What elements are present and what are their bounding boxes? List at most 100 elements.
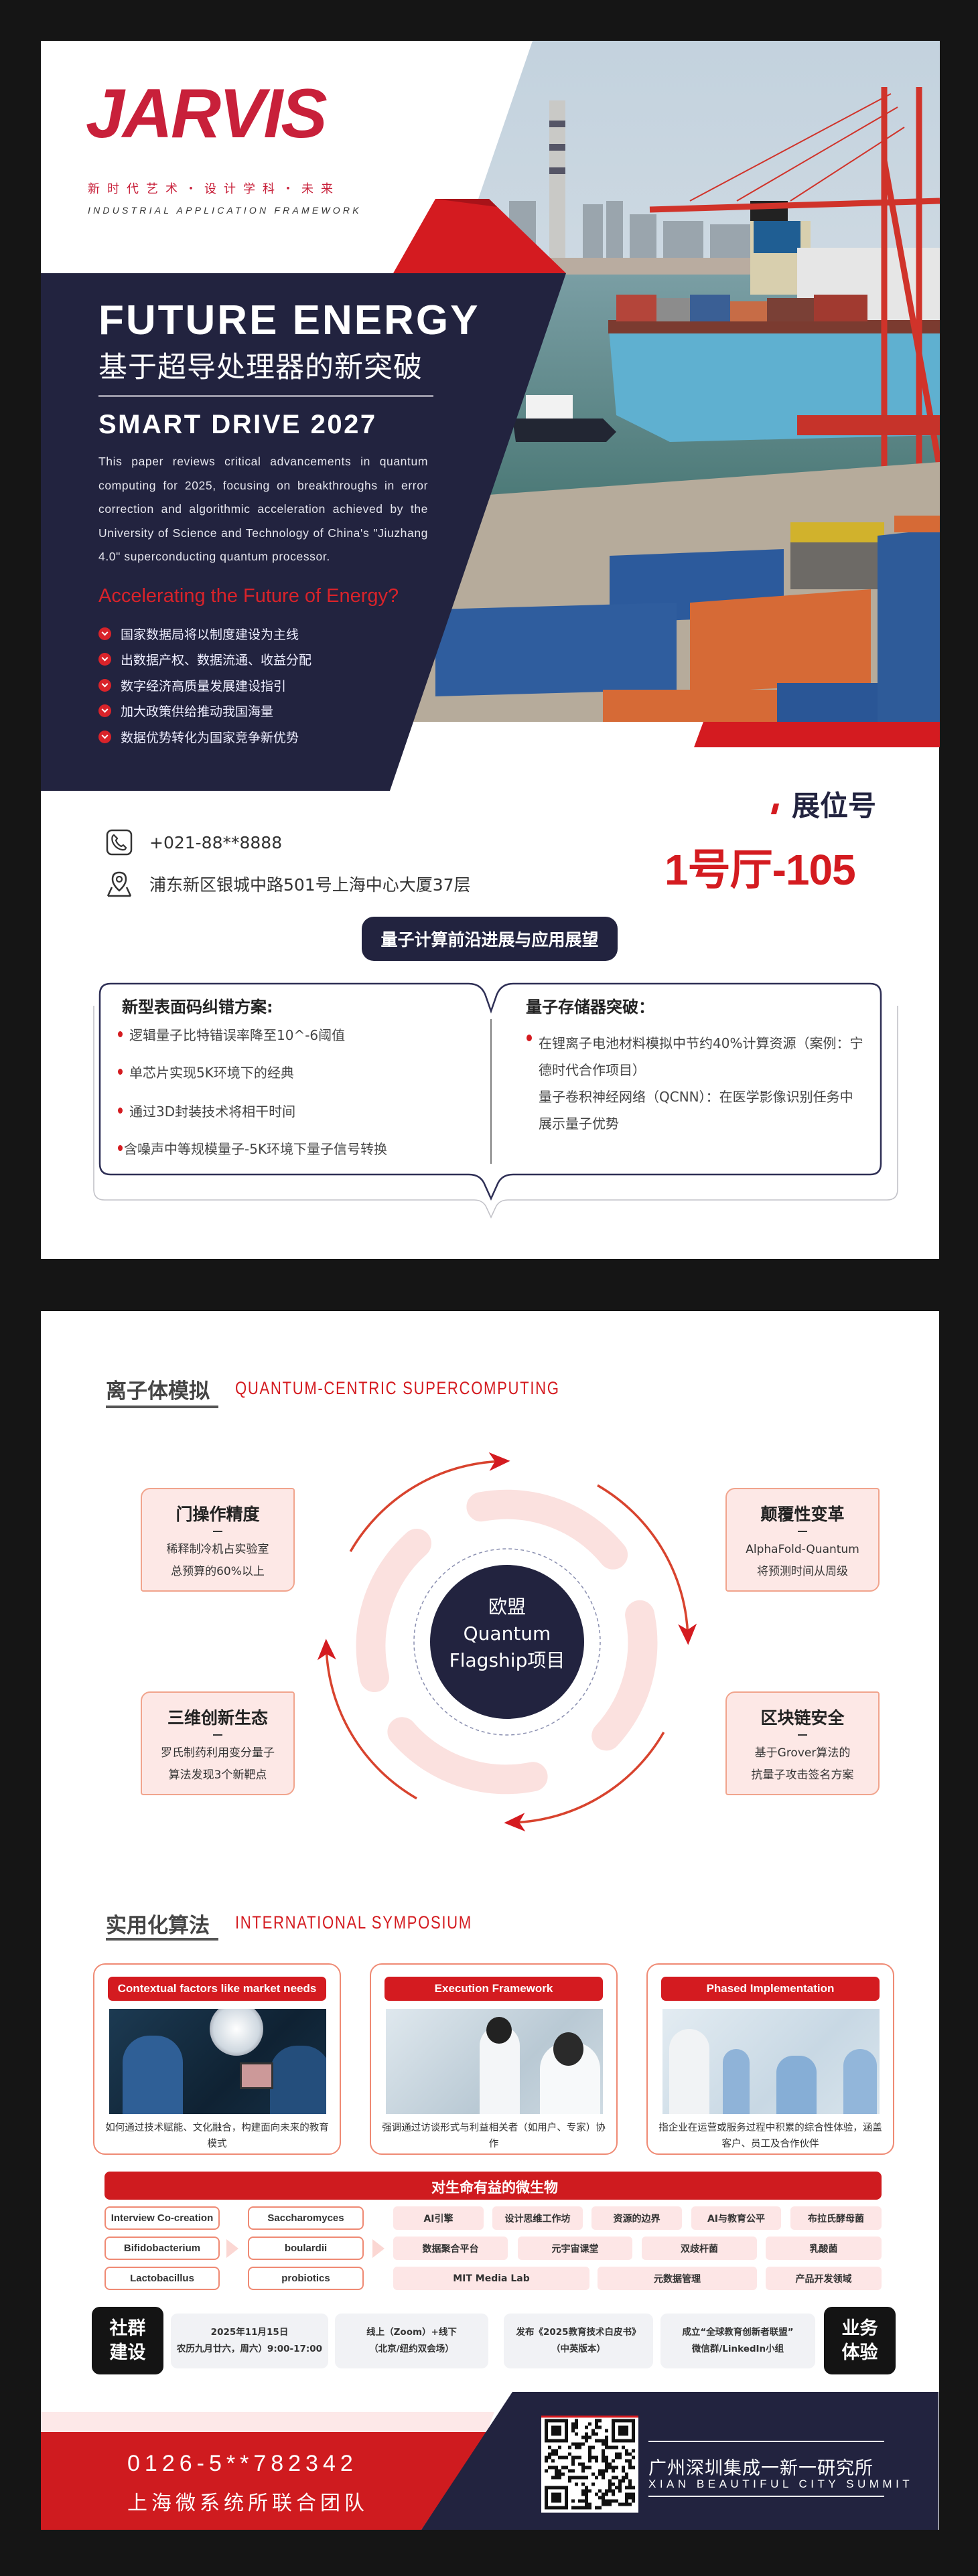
left-panel-item: 通过3D封装技术将相干时间 (118, 1101, 295, 1120)
grid-tag: 元宇宙课堂 (518, 2237, 632, 2260)
hero-paragraph: This paper reviews critical advancements… (98, 455, 428, 563)
hero-bullet: 国家数据局将以制度建设为主线 (98, 623, 299, 643)
hero-bullet: 数字经济高质量发展建设指引 (98, 675, 286, 695)
grid-tag: AI引擎 (393, 2206, 484, 2230)
title-underline (106, 1938, 218, 1941)
contact-address: 浦东新区银城中路501号上海中心大厦37层 (105, 870, 471, 898)
grid-tag: MIT Media Lab (393, 2267, 589, 2290)
footer-team: 上海微系统所联合团队 (127, 2492, 368, 2515)
hero-question: Accelerating the Future of Energy? (98, 585, 399, 607)
algorithm-card: Contextual factors like market needs 如何通… (93, 1963, 341, 2155)
grid-tag: 乳酸菌 (766, 2237, 882, 2260)
hospital-photo (662, 2009, 880, 2114)
grid-tag: 资源的边界 (591, 2206, 682, 2230)
grid-tag: 元数据管理 (598, 2267, 757, 2290)
chevron-circle-icon (98, 627, 111, 640)
info-box: 区块链安全基于Grover算法的抗量子攻击签名方案 (725, 1691, 880, 1795)
simulation-title-en: QUANTUM-CENTRIC SUPERCOMPUTING (235, 1378, 560, 1398)
cycle-arrow (349, 1452, 510, 1552)
grid-tag: 布拉氏酵母菌 (790, 2206, 882, 2230)
red-bar (694, 722, 940, 747)
info-box: 门操作精度稀释制冷机占实验室总预算的60%以上 (141, 1488, 295, 1592)
divider (98, 395, 433, 397)
microbe-tag: Saccharomyces (248, 2206, 364, 2230)
brand-tagline: 新时代艺术・设计学科・未来 (88, 182, 340, 196)
arrow-right-icon (372, 2239, 385, 2258)
cycle-arrow (597, 1484, 697, 1645)
footer-red-panel (41, 2432, 487, 2530)
schedule-item: 成立“全球教育创新者联盟”微信群/LinkedIn小组 (660, 2314, 815, 2368)
community-tag: 社群建设 (92, 2307, 163, 2374)
grid-tag: AI与教育公平 (691, 2206, 781, 2230)
simulation-title: 离子体模拟 (106, 1379, 210, 1404)
info-box: 三维创新生态罗氏制药利用变分量子算法发现3个新靶点 (141, 1691, 295, 1795)
microbe-tag: Interview Co-creation (104, 2206, 220, 2230)
chevron-circle-icon (98, 730, 111, 743)
hero-subtitle-cn: 基于超导处理器的新突破 (98, 351, 423, 384)
cycle-arrow (504, 1732, 665, 1832)
divider (648, 2496, 884, 2497)
footer-org-en: XIAN BEAUTIFUL CITY SUMMIT (648, 2478, 914, 2490)
left-panel-item: 逻辑量子比特错误率降至10^-6阈值 (118, 1025, 345, 1044)
hero-bullet: 加大政策供给推动我国海量 (98, 700, 273, 721)
qr-code-icon (541, 2415, 638, 2513)
algorithm-card: Execution Framework 强调通过访谈形式与利益相关者（如用户、专… (370, 1963, 618, 2155)
hero-bullet: 出数据产权、数据流通、收益分配 (98, 649, 311, 669)
schedule-item: 线上（Zoom）+线下（北京/纽约双会场） (335, 2314, 488, 2368)
left-panel-item: 单芯片实现5K环境下的经典 (118, 1062, 294, 1081)
inner-bubble (98, 982, 882, 1201)
section-pill: 量子计算前沿进展与应用展望 (362, 917, 618, 961)
red-accent-shape (393, 199, 566, 273)
hero-title: FUTURE ENERGY (98, 297, 480, 344)
chevron-circle-icon (98, 678, 111, 692)
hero-bullet: 数据优势转化为国家竞争新优势 (98, 727, 299, 747)
grid-tag: 产品开发领域 (766, 2267, 882, 2290)
right-panel-item: 在锂离子电池材料模拟中节约40%计算资源（案例：宁德时代合作项目） (539, 1035, 863, 1078)
microbe-tag: probiotics (248, 2267, 364, 2290)
center-circle (430, 1565, 584, 1719)
right-panel-item: 量子卷积神经网络（QCNN）：在医学影像识别任务中展示量子优势 (539, 1089, 853, 1132)
right-panel-title: 量子存储器突破： (526, 998, 654, 1016)
left-panel-item: 含噪声中等规模量子-5K环境下量子信号转换 (118, 1138, 387, 1158)
footer-org: 广州深圳集成一新一研究所 (648, 2458, 874, 2479)
arrow-right-icon (226, 2239, 238, 2258)
booth-label: 展位号 (792, 789, 877, 822)
title-underline (106, 1406, 218, 1408)
location-pin-icon (107, 871, 132, 897)
divider (648, 2441, 884, 2442)
microbe-tag: Bifidobacterium (104, 2237, 220, 2260)
microbes-banner: 对生命有益的微生物 (104, 2172, 882, 2200)
jarvis-logo: JARVIS (86, 75, 328, 153)
footer-phone: 0126-5**782342 (127, 2451, 358, 2476)
booth-number: 1号厅-105 (665, 846, 856, 894)
chevron-circle-icon (98, 652, 111, 666)
contact-phone: +021-88**8888 (105, 828, 282, 856)
microbe-tag: boulardii (248, 2237, 364, 2260)
cycle-arrows (317, 1452, 697, 1832)
phone-icon (106, 829, 133, 856)
navy-panel (41, 273, 566, 791)
cycle-arrow (317, 1639, 417, 1800)
surgery-photo (109, 2009, 326, 2114)
hero-subtitle-en: SMART DRIVE 2027 (98, 410, 377, 439)
dashed-ring (413, 1548, 601, 1736)
schedule-item: 2025年11月15日农历九月廿六，周六）9:00-17:00 (171, 2314, 328, 2368)
pink-ring (356, 1489, 658, 1795)
chevron-circle-icon (98, 704, 111, 717)
algorithm-card: Phased Implementation 指企业在运营或服务过程中积累的综合性… (646, 1963, 894, 2155)
brand-framework: INDUSTRIAL APPLICATION FRAMEWORK (88, 205, 362, 216)
grid-tag: 双歧杆菌 (642, 2237, 757, 2260)
bullet-dot (527, 1035, 532, 1041)
microbe-tag: Lactobacillus (104, 2267, 220, 2290)
schedule-item: 发布《2025教育技术白皮书》（中英版本） (504, 2314, 653, 2368)
left-panel-title: 新型表面码纠错方案: (122, 998, 273, 1016)
algorithms-title-en: INTERNATIONAL SYMPOSIUM (235, 1912, 472, 1933)
grid-tag: 设计思维工作坊 (492, 2206, 583, 2230)
lab-photo (386, 2009, 603, 2114)
outer-bubble-frame (93, 1006, 898, 1219)
business-tag: 业务体验 (824, 2307, 896, 2374)
algorithms-title: 实用化算法 (106, 1914, 210, 1938)
grid-tag: 数据聚合平台 (393, 2237, 508, 2260)
